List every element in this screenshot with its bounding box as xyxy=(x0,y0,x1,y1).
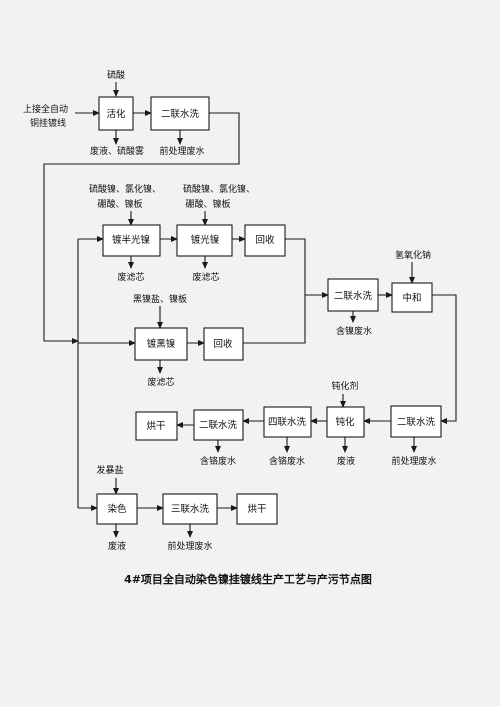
label-waste-filter-c: 废滤芯 xyxy=(147,376,174,388)
line-recover-b-to-wash-b xyxy=(243,295,306,344)
diagram-title: 4#项目全自动染色镍挂镀线生产工艺与产污节点图 xyxy=(124,572,372,586)
box-black-ni: 镀黑镍 xyxy=(134,327,188,361)
label-sodium-hydroxide: 氢氧化钠 xyxy=(395,249,431,261)
process-boxes: 活化 二联水洗 镀半光镍 镀光镍 回收 二联水洗 中和 镀黑镍 xyxy=(96,96,442,525)
box-wash4: 四联水洗 xyxy=(263,406,312,438)
label-passivator: 钝化剂 xyxy=(331,380,358,392)
box-passivate-label: 钝化 xyxy=(335,416,355,428)
box-dry-a: 烘干 xyxy=(135,411,178,441)
label-upstream-line1: 上接全自动 xyxy=(23,103,68,115)
arrow-recover-a-to-wash-b xyxy=(285,238,329,298)
label-nickel-wastewater: 含镍废水 xyxy=(336,325,372,337)
box-semi-bright-ni-label: 镀半光镍 xyxy=(112,234,151,246)
box-wash2-c-label: 二联水洗 xyxy=(397,416,436,428)
label-waste-filter-b: 废滤芯 xyxy=(192,271,219,283)
box-wash2-b: 二联水洗 xyxy=(327,278,379,312)
box-recover-b-label: 回收 xyxy=(213,338,233,350)
connector-lines xyxy=(43,82,457,538)
box-dry-a-label: 烘干 xyxy=(146,420,165,432)
box-wash2-d: 二联水洗 xyxy=(193,409,244,441)
label-dye-salt: 发暴盐 xyxy=(96,464,123,476)
box-wash3: 三联水洗 xyxy=(162,493,218,525)
label-upstream-line2: 铜挂镀线 xyxy=(30,117,66,129)
box-neutralize-label: 中和 xyxy=(402,292,421,304)
label-pretreat-wastewater-b: 前处理废水 xyxy=(391,455,436,467)
box-activation: 活化 xyxy=(98,96,134,131)
box-wash2-d-label: 二联水洗 xyxy=(199,419,238,431)
label-chromium-wastewater-b: 含铬废水 xyxy=(269,455,305,467)
box-black-ni-label: 镀黑镍 xyxy=(147,338,176,350)
label-black-ni-input: 黑镍盐、镍板 xyxy=(133,293,187,305)
box-neutralize: 中和 xyxy=(391,282,433,313)
box-passivate: 钝化 xyxy=(326,406,365,438)
box-wash4-label: 四联水洗 xyxy=(268,416,307,428)
box-dry-b-label: 烘干 xyxy=(247,503,266,515)
line-wash-a-to-main xyxy=(43,112,240,342)
box-semi-bright-ni: 镀半光镍 xyxy=(102,224,161,257)
label-pretreat-wastewater-a: 前处理废水 xyxy=(159,145,204,157)
label-waste-liquid-b: 废液 xyxy=(108,540,126,552)
label-ni-salts-b-line1: 硫酸镍、氯化镍、 xyxy=(183,183,255,195)
label-sulfuric-acid: 硫酸 xyxy=(107,69,125,81)
box-wash2-a-label: 二联水洗 xyxy=(161,108,200,120)
box-dye: 染色 xyxy=(96,493,138,525)
label-chromium-wastewater-a: 含铬废水 xyxy=(200,455,236,467)
box-activation-label: 活化 xyxy=(106,108,126,120)
box-wash3-label: 三联水洗 xyxy=(171,503,210,515)
label-waste-acid-mist: 废液、硫酸雾 xyxy=(90,145,144,157)
box-recover-b: 回收 xyxy=(203,327,244,361)
annotation-labels: 硫酸 上接全自动 铜挂镀线 废液、硫酸雾 前处理废水 硫酸镍、氯化镍、 硼酸、镍… xyxy=(23,69,437,586)
label-ni-salts-a-line1: 硫酸镍、氯化镍、 xyxy=(89,183,161,195)
label-pretreat-wastewater-c: 前处理废水 xyxy=(167,540,212,552)
box-dry-b: 烘干 xyxy=(236,493,278,525)
label-waste-filter-a: 废滤芯 xyxy=(117,271,144,283)
label-ni-salts-a-line2: 硼酸、镍板 xyxy=(97,198,142,210)
box-recover-a-label: 回收 xyxy=(255,234,275,246)
box-wash2-b-label: 二联水洗 xyxy=(334,290,373,302)
label-ni-salts-b-line2: 硼酸、镍板 xyxy=(185,198,230,210)
box-dye-label: 染色 xyxy=(107,503,127,515)
label-waste-liquid-a: 废液 xyxy=(337,455,355,467)
arrow-neutralize-to-wash-c xyxy=(432,294,457,424)
box-wash2-c: 二联水洗 xyxy=(390,405,442,438)
box-recover-a: 回收 xyxy=(244,224,286,257)
box-bright-ni-label: 镀光镍 xyxy=(191,234,220,246)
box-wash2-a: 二联水洗 xyxy=(150,96,210,131)
box-bright-ni: 镀光镍 xyxy=(176,224,233,257)
